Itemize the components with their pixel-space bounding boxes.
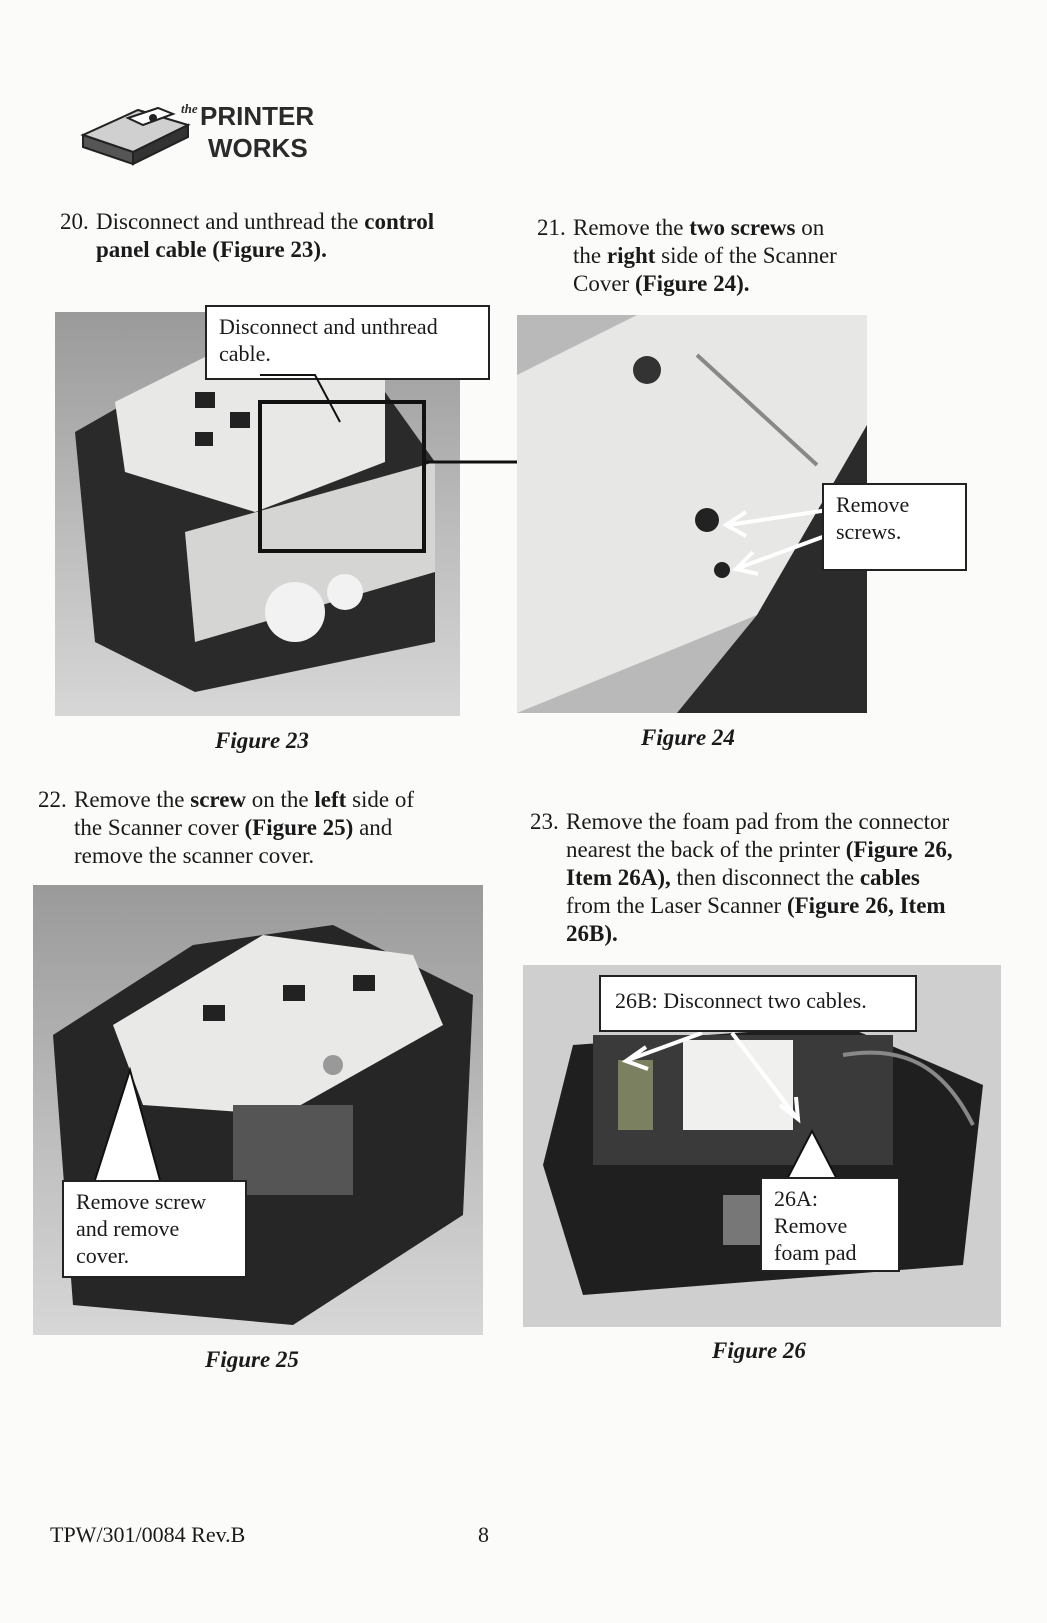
figure-25-callout: Remove screw and remove cover.	[62, 1180, 247, 1278]
figure-23-callout-pointer	[260, 374, 341, 423]
printer-works-logo-icon	[80, 106, 191, 166]
figure-26-caption: Figure 26	[712, 1338, 806, 1363]
figure-24-arrows	[722, 508, 829, 576]
figure-26-callout-b: 26B: Disconnect two cables.	[599, 975, 917, 1032]
figure-23-highlight-box	[258, 400, 426, 553]
footer-doc-id: TPW/301/0084 Rev.B	[50, 1522, 246, 1547]
figure-24-callout: Remove screws.	[822, 483, 967, 571]
figure-23-callout: Disconnect and unthread cable.	[205, 305, 490, 380]
logo-the: the	[181, 101, 198, 116]
logo-line2: WORKS	[208, 133, 308, 163]
figure-24-caption: Figure 24	[641, 725, 735, 750]
page-number: 8	[478, 1522, 489, 1547]
figure-26-arrows	[621, 1031, 801, 1124]
step-21: 21.Remove the two screws on the right si…	[537, 215, 837, 296]
figure-26-callout-a: 26A: Remove foam pad	[760, 1177, 900, 1272]
step-23: 23.Remove the foam pad from the connecto…	[530, 809, 953, 946]
figure-25-callout-pointer	[94, 1066, 161, 1181]
logo-line1: PRINTER	[200, 101, 315, 131]
step-20: 20.Disconnect and unthread the control p…	[60, 209, 435, 262]
figure-23-caption: Figure 23	[215, 728, 309, 753]
figure-26-callout-a-pointer	[783, 1128, 841, 1186]
step-22: 22.Remove the screw on the left side of …	[38, 787, 415, 868]
figure-25-caption: Figure 25	[205, 1347, 299, 1372]
logo: the PRINTER WORKS	[78, 95, 338, 175]
